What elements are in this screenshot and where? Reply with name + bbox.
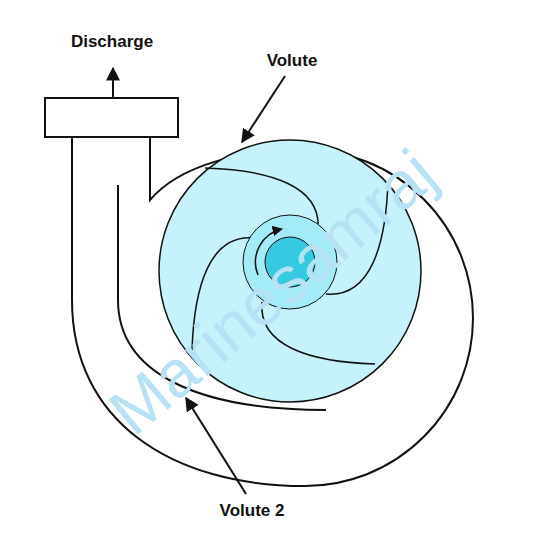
- discharge-label: Discharge: [71, 32, 153, 52]
- volute-label: Volute: [267, 51, 318, 71]
- volute-leader: [242, 76, 285, 142]
- discharge-arrow: [112, 68, 114, 97]
- volute2-leader: [186, 398, 246, 494]
- discharge-flange: [45, 98, 178, 137]
- volute2-label: Volute 2: [220, 501, 285, 521]
